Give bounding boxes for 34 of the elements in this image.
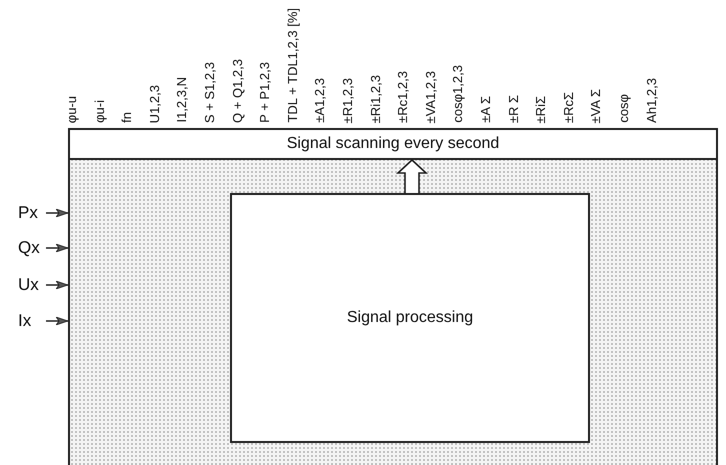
device-frame: [68, 128, 718, 465]
quantity-label: cosφ: [616, 94, 631, 123]
block-arrow: [396, 158, 428, 194]
quantity-label: cosφ1,2,3: [450, 65, 466, 123]
quantity-label: I1,2,3,N: [174, 77, 190, 123]
quantity-label: ±A1,2,3: [312, 78, 328, 123]
quantity-label: P + P1,2,3: [257, 62, 272, 123]
quantity-label: ±Rc1,2,3: [395, 71, 410, 123]
quantity-label: φu-i: [92, 100, 107, 123]
arrow: [46, 244, 68, 252]
arrow: [46, 280, 68, 290]
quantity-label: ±RcΣ: [560, 92, 576, 123]
input-label: Ux: [18, 274, 44, 296]
quantity-label: ±VA Σ: [588, 88, 604, 123]
quantity-label: φu-u: [64, 96, 79, 123]
quantity-label: ±VA1,2,3: [422, 70, 438, 123]
quantity-label: Ah1,2,3: [644, 78, 659, 123]
quantity-label: TDL + TDL1,2,3 [%]: [284, 8, 300, 123]
input-label: Ix: [18, 310, 44, 332]
arrow: [46, 316, 68, 326]
process-box: Signal processing: [230, 193, 590, 443]
quantity-label: ±Ri1,2,3: [368, 74, 383, 123]
input-label: Qx: [18, 237, 44, 259]
quantity-label: ±R Σ: [506, 94, 521, 123]
quantity-label: S + S1,2,3: [202, 62, 217, 123]
quantity-label: U1,2,3: [146, 84, 162, 123]
scanning-band: Signal scanning every second: [68, 128, 718, 160]
quantity-label: ±R1,2,3: [340, 78, 355, 123]
input-label: Px: [18, 202, 44, 224]
quantity-label: Q + Q1,2,3: [230, 59, 245, 123]
quantity-label: ±A Σ: [478, 96, 493, 123]
quantity-label: ±RiΣ: [533, 96, 548, 123]
quantity-label: fn: [119, 112, 134, 123]
arrow: [46, 208, 68, 218]
